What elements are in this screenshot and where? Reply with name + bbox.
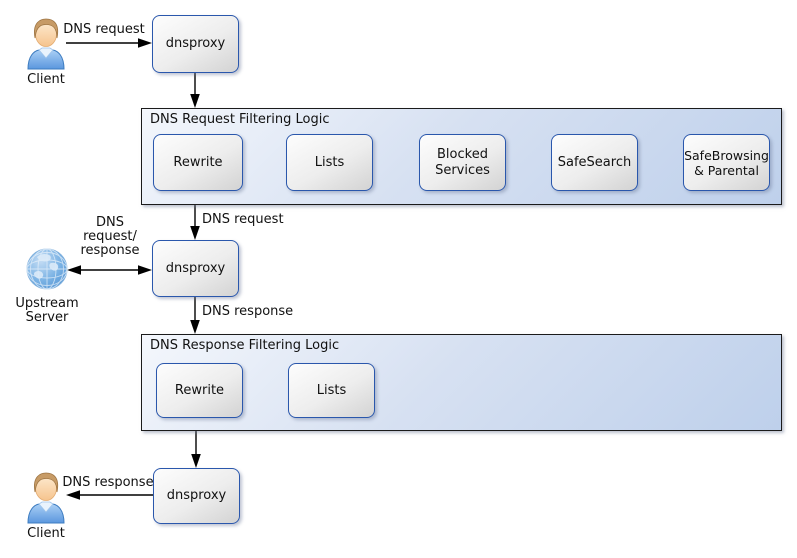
arrowhead-left <box>66 490 80 500</box>
step-blocked-services: Blocked Services <box>419 134 506 191</box>
edge-label-upstream-exchange: DNS request/ response <box>80 215 140 259</box>
collar <box>38 501 54 513</box>
collar <box>38 47 54 59</box>
arrow-filter-to-dnsproxy-middle <box>190 203 200 240</box>
edge-label-client-response: DNS response <box>62 475 154 490</box>
group-response-filtering: DNS Response Filtering Logic Rewrite Lis… <box>141 334 782 431</box>
arrowhead-left <box>67 265 81 275</box>
arrowhead-down <box>190 94 200 108</box>
arrowhead-down <box>190 320 200 334</box>
client-person-icon-bottom <box>26 470 66 524</box>
hair <box>34 472 59 493</box>
node-dnsproxy-middle: dnsproxy <box>152 240 239 297</box>
client-bottom-label: Client <box>27 526 65 541</box>
group-request-filtering-title: DNS Request Filtering Logic <box>150 112 330 127</box>
step-rewrite: Rewrite <box>153 134 243 191</box>
client-top-label: Client <box>27 72 65 87</box>
arrow-dnsproxy-to-client <box>66 490 153 500</box>
edge-label-proxy-response: DNS response <box>202 304 294 319</box>
arrowhead-down <box>190 226 200 240</box>
step-lists: Lists <box>286 134 373 191</box>
arrow-client-to-dnsproxy <box>66 38 152 48</box>
hair <box>34 18 59 39</box>
group-response-filtering-title: DNS Response Filtering Logic <box>150 338 340 353</box>
arrow-dnsproxy-to-response-filter <box>190 296 200 334</box>
arrow-filter2-to-dnsproxy-bottom <box>191 429 201 468</box>
node-dnsproxy-top: dnsproxy <box>152 15 239 73</box>
upstream-server-label: Upstream Server <box>15 296 79 326</box>
edge-label-filtered-request: DNS request <box>202 212 284 227</box>
arrowhead-down <box>191 454 201 468</box>
upstream-globe-icon <box>25 247 69 291</box>
group-request-filtering: DNS Request Filtering Logic Rewrite List… <box>141 108 782 205</box>
step-safebrowsing-parental: SafeBrowsing & Parental <box>683 134 770 191</box>
arrowhead-right <box>138 265 152 275</box>
arrow-dnsproxy-to-request-filter <box>190 71 200 108</box>
step-rewrite-response: Rewrite <box>156 363 243 418</box>
client-person-icon <box>26 16 66 70</box>
globe-continents <box>33 253 59 279</box>
arrowhead-right <box>138 38 152 48</box>
step-safesearch: SafeSearch <box>551 134 638 191</box>
edge-label-client-request: DNS request <box>63 22 145 37</box>
step-lists-response: Lists <box>288 363 375 418</box>
arrow-upstream-bidirectional <box>67 265 152 275</box>
node-dnsproxy-bottom: dnsproxy <box>153 468 240 524</box>
